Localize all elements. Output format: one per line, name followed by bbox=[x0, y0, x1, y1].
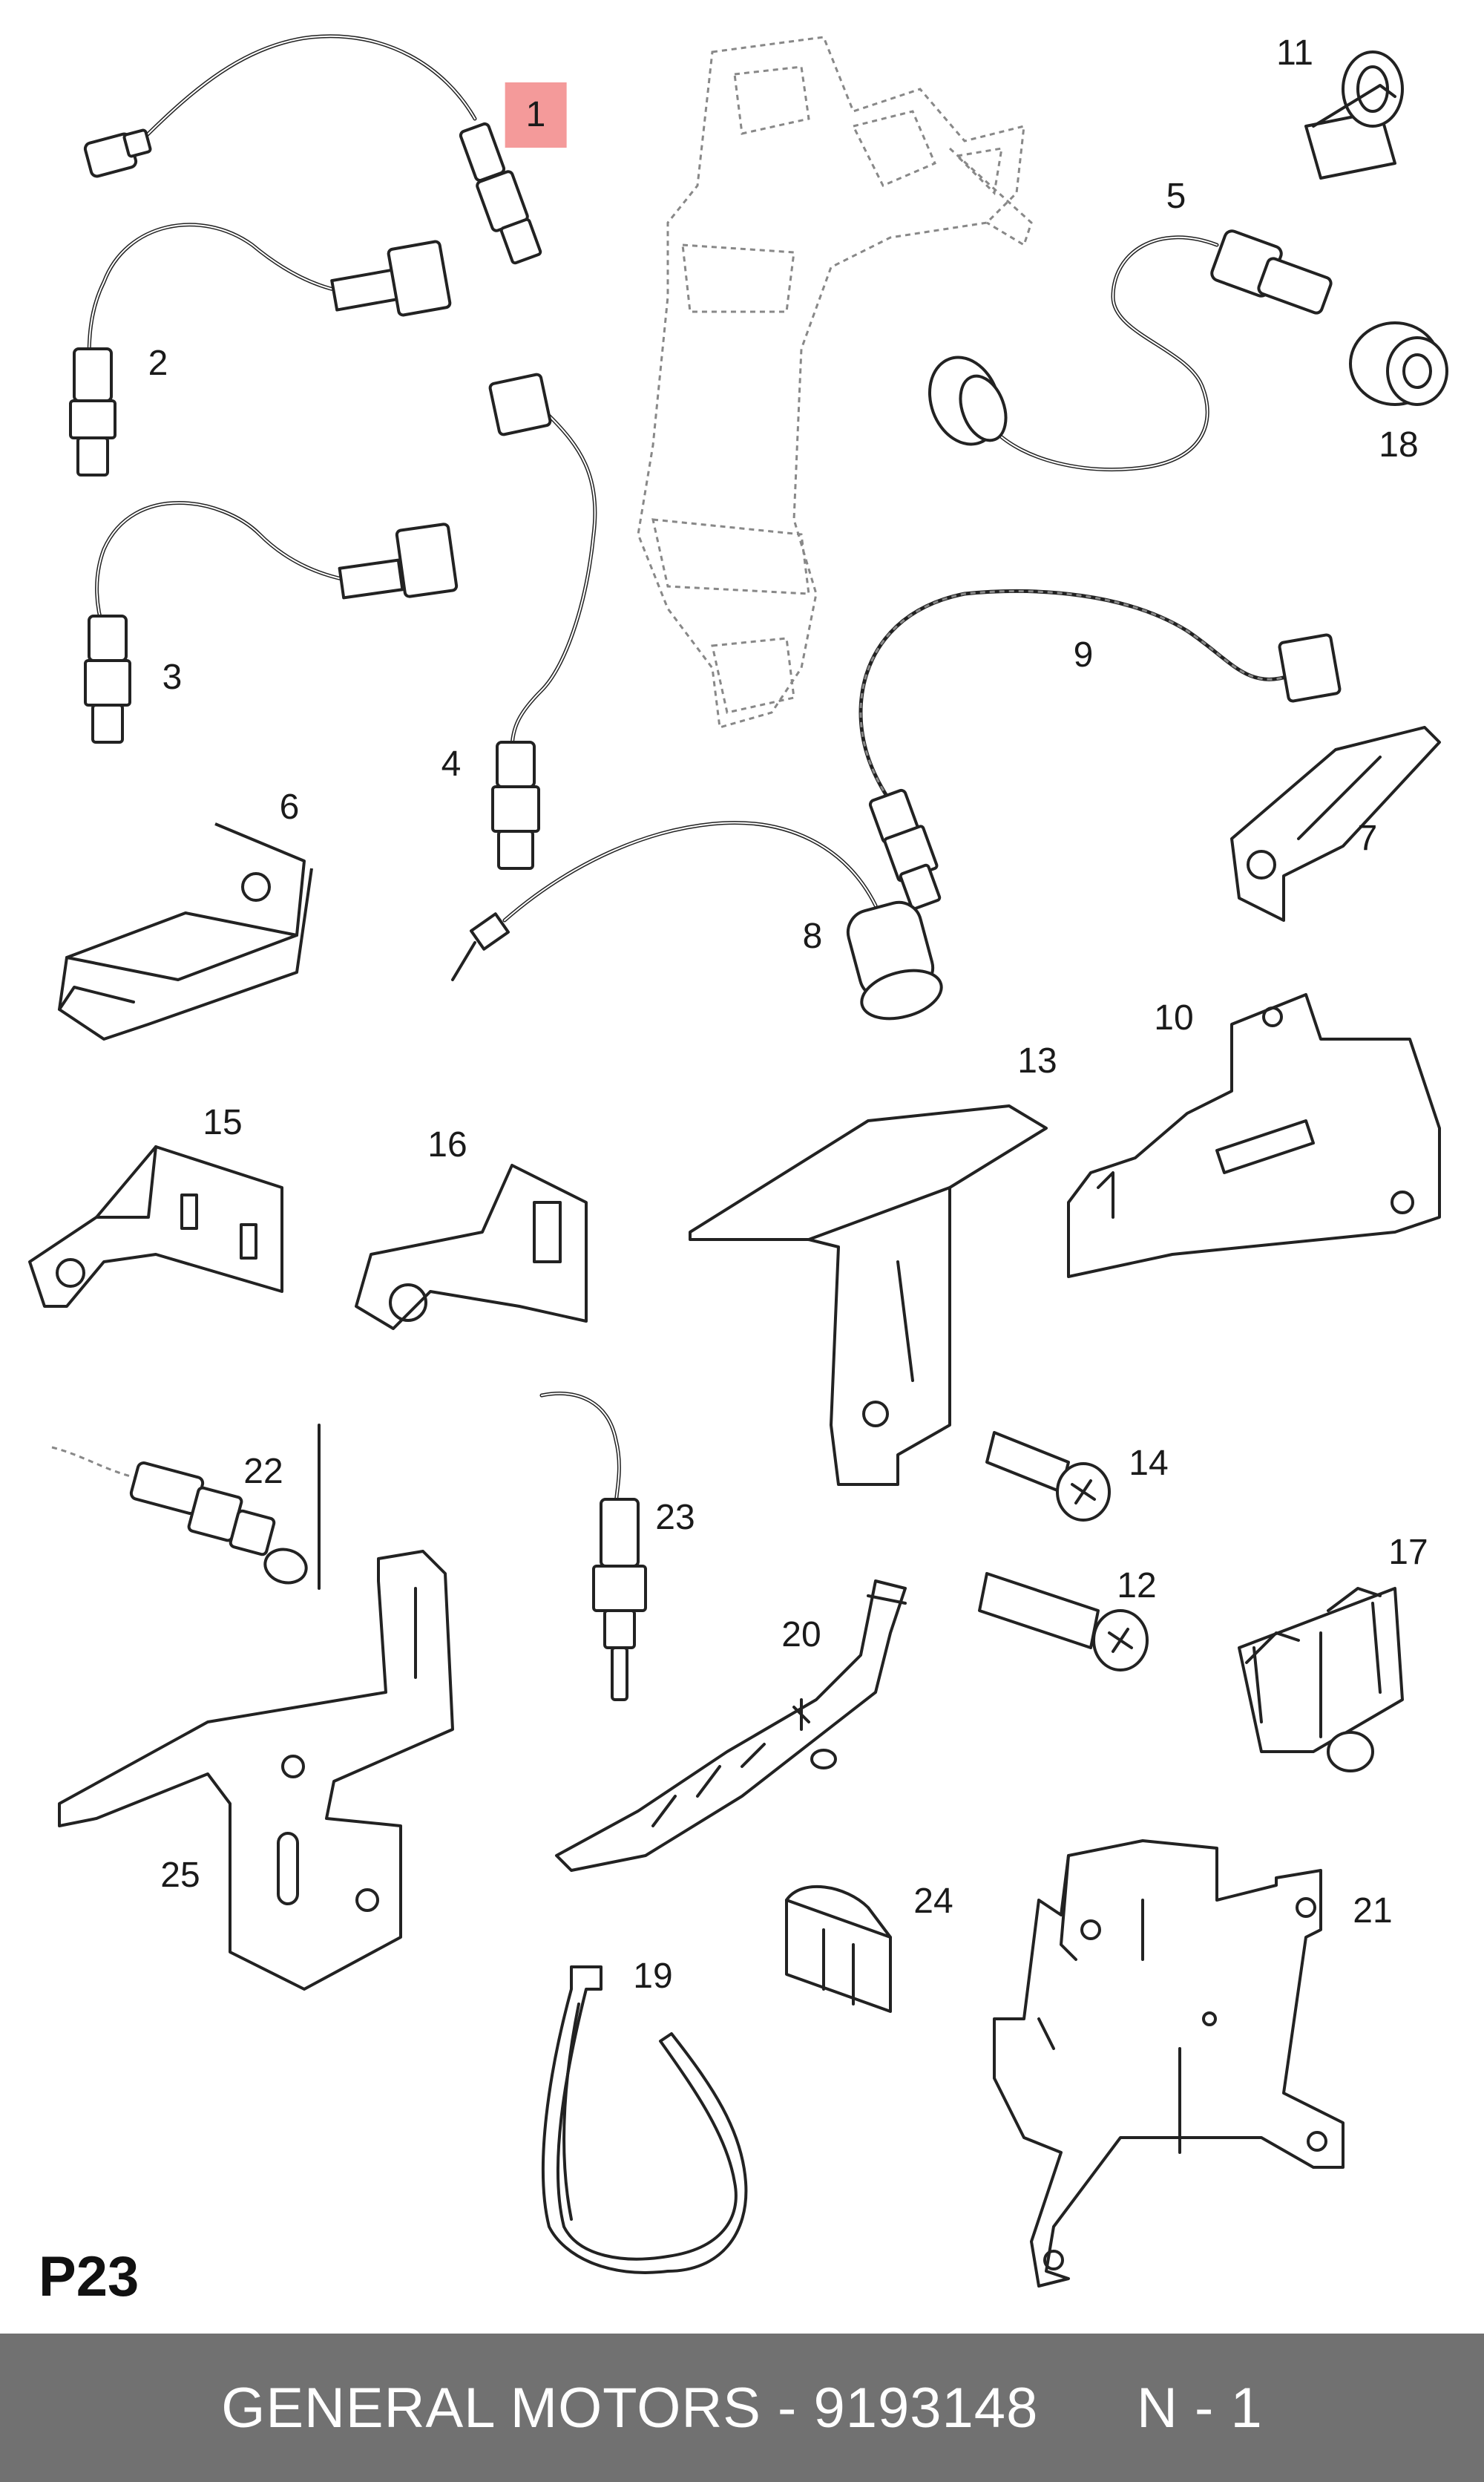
bracket-part-21[interactable] bbox=[993, 1839, 1345, 2288]
callout-15[interactable]: 15 bbox=[203, 1103, 243, 1142]
parts-diagram bbox=[28, 34, 1448, 2288]
clip-part-11[interactable] bbox=[1304, 50, 1404, 180]
oxygen-sensor-part-1[interactable] bbox=[83, 34, 542, 265]
callout-6[interactable]: 6 bbox=[279, 788, 300, 827]
footer-qualifier: N - 1 bbox=[1137, 2376, 1263, 2440]
callout-25[interactable]: 25 bbox=[160, 1856, 200, 1895]
oxygen-sensor-part-2[interactable] bbox=[69, 223, 452, 477]
callout-13[interactable]: 13 bbox=[1017, 1041, 1057, 1081]
oxygen-sensor-part-9[interactable] bbox=[858, 589, 1342, 911]
callout-20[interactable]: 20 bbox=[781, 1615, 821, 1654]
callout-23[interactable]: 23 bbox=[655, 1498, 695, 1537]
footer-separator: - bbox=[761, 2376, 814, 2440]
section-code: P23 bbox=[39, 2245, 139, 2308]
footer-bar: GENERAL MOTORS - 9193148 N - 1 bbox=[0, 2334, 1484, 2482]
callout-10[interactable]: 10 bbox=[1154, 998, 1194, 1038]
callout-8[interactable]: 8 bbox=[802, 917, 823, 956]
grommet-part-18[interactable] bbox=[1349, 321, 1448, 406]
harness-holder-part-20[interactable] bbox=[555, 1579, 907, 1872]
callout-2[interactable]: 2 bbox=[148, 344, 168, 383]
callout-19[interactable]: 19 bbox=[633, 1957, 673, 1996]
callout-18[interactable]: 18 bbox=[1379, 425, 1419, 465]
clip-part-17[interactable] bbox=[1238, 1587, 1404, 1772]
footer-text: GENERAL MOTORS - 9193148 N - 1 bbox=[221, 2376, 1263, 2440]
callout-21[interactable]: 21 bbox=[1353, 1891, 1393, 1931]
bracket-part-16[interactable] bbox=[355, 1164, 588, 1330]
sensor-part-5[interactable] bbox=[918, 229, 1333, 471]
callout-11[interactable]: 11 bbox=[1276, 33, 1313, 73]
callout-14[interactable]: 14 bbox=[1129, 1444, 1169, 1483]
callout-1[interactable]: 1 bbox=[505, 82, 567, 148]
oxygen-sensor-part-4[interactable] bbox=[488, 373, 597, 870]
bracket-part-7[interactable] bbox=[1230, 726, 1441, 922]
screw-part-12[interactable] bbox=[978, 1572, 1149, 1671]
callout-24[interactable]: 24 bbox=[913, 1882, 953, 1921]
callout-12[interactable]: 12 bbox=[1117, 1566, 1157, 1605]
oxygen-sensor-part-22[interactable] bbox=[51, 1424, 321, 1590]
callout-7[interactable]: 7 bbox=[1357, 819, 1378, 858]
callout-16[interactable]: 16 bbox=[427, 1125, 467, 1165]
bracket-part-13[interactable] bbox=[689, 1104, 1048, 1486]
callout-4[interactable]: 4 bbox=[441, 744, 462, 784]
sensor-part-8[interactable] bbox=[451, 821, 947, 1026]
clip-part-24[interactable] bbox=[785, 1885, 892, 2013]
footer-part-number: 9193148 bbox=[813, 2376, 1039, 2440]
callout-3[interactable]: 3 bbox=[162, 658, 183, 697]
bracket-part-10[interactable] bbox=[1067, 993, 1441, 1278]
bracket-part-15[interactable] bbox=[28, 1145, 283, 1308]
footer-spacer bbox=[1038, 2377, 1137, 2440]
callout-22[interactable]: 22 bbox=[243, 1452, 283, 1491]
bracket-part-6[interactable] bbox=[58, 822, 313, 1041]
screw-part-14[interactable] bbox=[985, 1431, 1111, 1522]
bracket-part-25[interactable] bbox=[58, 1550, 454, 1991]
callout-9[interactable]: 9 bbox=[1073, 635, 1094, 675]
callout-5[interactable]: 5 bbox=[1166, 177, 1186, 216]
oxygen-sensor-part-3[interactable] bbox=[84, 501, 459, 744]
cable-tie-part-19[interactable] bbox=[541, 1965, 748, 2274]
callout-17[interactable]: 17 bbox=[1388, 1533, 1428, 1572]
exhaust-manifold-outline bbox=[637, 36, 1033, 729]
oxygen-sensor-part-23[interactable] bbox=[539, 1392, 647, 1701]
footer-brand: GENERAL MOTORS bbox=[221, 2376, 761, 2440]
